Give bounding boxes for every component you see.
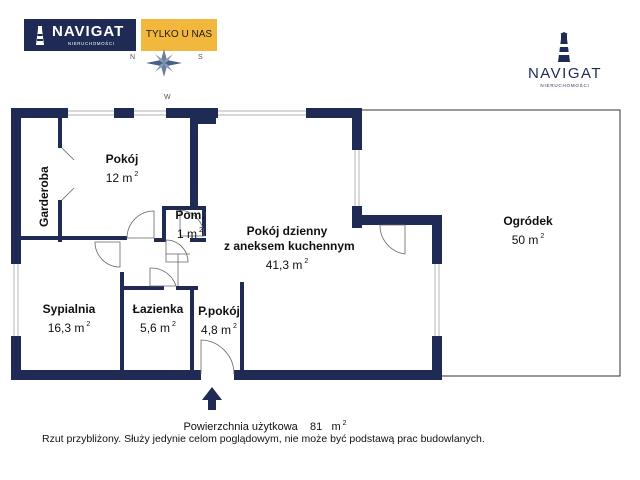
logo-subtitle: NIERUCHOMOŚCI: [68, 41, 115, 46]
room-pom-name: Pom.: [175, 208, 205, 222]
usable-area-unit-sup: 2: [342, 420, 347, 427]
navigat-logo: NAVIGAT NIERUCHOMOŚCI: [24, 19, 136, 51]
room-dzienny-name-1: Pokój dzienny: [246, 224, 328, 238]
interior-walls: [21, 108, 244, 374]
disclaimer-text: Rzut przybliżony. Służy jedynie celom po…: [42, 433, 485, 445]
lighthouse-icon: [36, 26, 44, 45]
room-ogrodek-area: 50 m: [511, 233, 539, 247]
compass-s: S: [198, 54, 203, 61]
room-lazienka-name: Łazienka: [132, 302, 184, 316]
door-swings: [61, 147, 406, 375]
room-pom-unit-sup: 2: [199, 227, 203, 234]
room-ogrodek-unit-sup: 2: [540, 233, 545, 240]
exclusive-badge: TYLKO U NAS: [141, 19, 217, 51]
logo-name-right: NAVIGAT: [527, 65, 603, 82]
room-dzienny-area: 41,3 m: [265, 258, 303, 272]
room-pokoj-unit-sup: 2: [134, 171, 139, 178]
room-lazienka-unit-sup: 2: [172, 321, 176, 328]
compass-n: N: [130, 54, 135, 61]
room-sypialnia-name: Sypialnia: [42, 302, 96, 316]
logo-name: NAVIGAT: [52, 23, 125, 40]
room-sypialnia-area: 16,3 m: [47, 321, 85, 335]
navigat-logo-right: NAVIGAT NIERUCHOMOŚCI: [520, 32, 610, 92]
room-pokoj-area: 12 m: [105, 171, 133, 185]
room-garderoba: Garderoba: [37, 166, 51, 227]
lighthouse-icon: [558, 32, 570, 62]
entrance-arrow-icon: [202, 387, 222, 410]
compass-icon: N S W: [130, 49, 203, 101]
windows: [11, 108, 442, 336]
usable-area-unit: m: [331, 421, 341, 433]
logo-subtitle-right: NIERUCHOMOŚCI: [540, 83, 590, 88]
usable-area-value: 81: [310, 421, 323, 433]
usable-area-label: Powierzchnia użytkowa: [183, 421, 298, 433]
room-dzienny-name-2: z aneksem kuchennym: [224, 239, 355, 253]
room-ogrodek-name: Ogródek: [503, 214, 553, 228]
room-sypialnia-unit-sup: 2: [86, 321, 91, 328]
room-dzienny: Pokój dzienny z aneksem kuchennym 41,3 m…: [224, 224, 355, 273]
garden-outline: [362, 109, 621, 377]
room-przedpokoj-area: 4,8 m: [201, 323, 232, 337]
compass-w: W: [164, 94, 171, 101]
room-pokoj-name: Pokój: [105, 152, 139, 166]
room-przedpokoj-name: P.pokój: [198, 304, 240, 318]
room-lazienka-area: 5,6 m: [140, 321, 171, 335]
room-przedpokoj-unit-sup: 2: [233, 323, 237, 330]
room-pom-area: 1 m: [177, 227, 198, 241]
room-dzienny-unit-sup: 2: [304, 258, 309, 265]
